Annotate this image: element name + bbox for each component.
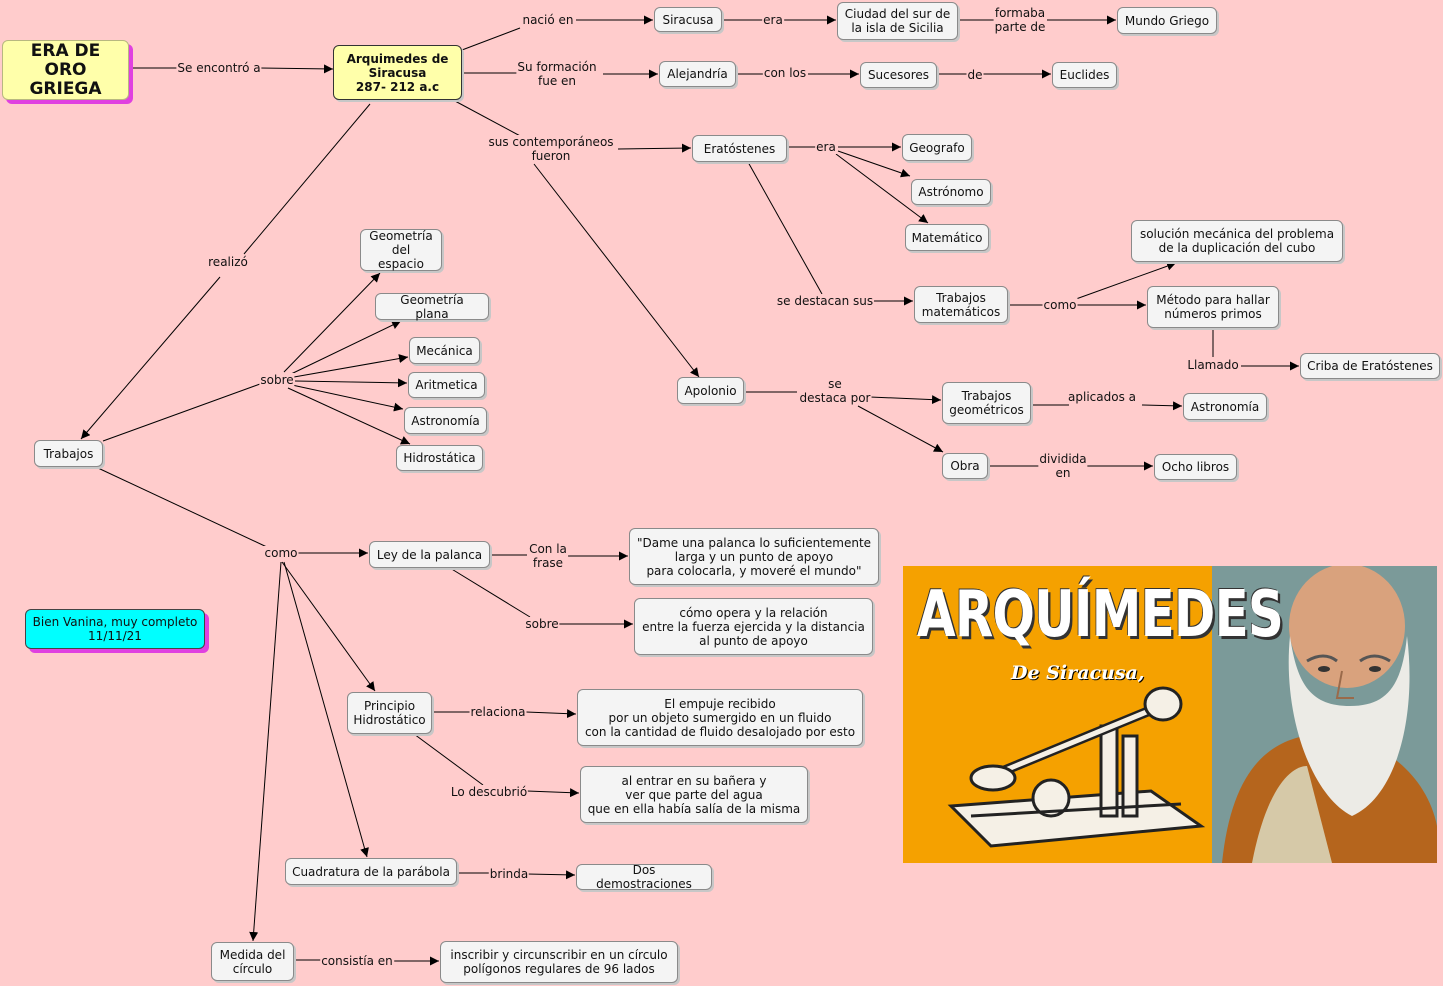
label-se-destaca: se destaca por <box>798 377 872 405</box>
label-brinda: brinda <box>488 867 530 881</box>
label-con-la-frase: Con la frase <box>528 542 568 570</box>
label-lo-descubrio: Lo descubrió <box>449 785 529 799</box>
banner-subtitle: De Siracusa, <box>1011 662 1145 684</box>
node-euclides[interactable]: Euclides <box>1052 62 1117 88</box>
node-obra[interactable]: Obra <box>942 453 988 479</box>
label-de: de <box>966 68 984 82</box>
node-solucion-mecanica[interactable]: solución mecánica del problema de la dup… <box>1131 220 1343 262</box>
node-astronomia[interactable]: Astronomía <box>404 407 487 434</box>
arquimedes-banner-image: ARQUÍMEDES De Siracusa, <box>903 566 1437 863</box>
node-geometria-espacio[interactable]: Geometría del espacio <box>360 229 442 271</box>
label-sobre-1: sobre <box>259 373 295 387</box>
label-nacio-en: nació en <box>521 13 575 27</box>
label-dividida: dividida en <box>1038 452 1088 480</box>
node-apolonio[interactable]: Apolonio <box>677 377 744 404</box>
node-como-opera[interactable]: cómo opera y la relación entre la fuerza… <box>634 598 873 655</box>
label-sobre-2: sobre <box>524 617 560 631</box>
node-trabajos[interactable]: Trabajos <box>34 440 103 467</box>
node-aritmetica[interactable]: Aritmetica <box>408 372 485 398</box>
node-banera[interactable]: al entrar en su bañera y ver que parte d… <box>580 766 808 823</box>
node-trabajos-geometricos[interactable]: Trabajos geométricos <box>942 382 1031 424</box>
label-relaciona: relaciona <box>469 705 527 719</box>
node-geometria-plana[interactable]: Geometría plana <box>375 293 489 321</box>
label-era-2: era <box>815 140 837 154</box>
label-como-1: como <box>1042 298 1078 312</box>
bearded-man-portrait-icon <box>1222 566 1437 863</box>
label-era-1: era <box>762 13 784 27</box>
node-criba-eratostenes[interactable]: Criba de Eratóstenes <box>1300 353 1440 379</box>
comment-note[interactable]: Bien Vanina, muy completo 11/11/21 <box>25 609 205 649</box>
node-principio-hidrostatico[interactable]: Principio Hidrostático <box>347 692 432 734</box>
node-trabajos-matematicos[interactable]: Trabajos matemáticos <box>914 286 1008 323</box>
node-frase-palanca[interactable]: "Dame una palanca lo suficientemente lar… <box>629 528 879 585</box>
node-mecanica[interactable]: Mecánica <box>409 337 480 364</box>
node-ocho-libros[interactable]: Ocho libros <box>1154 454 1237 480</box>
label-realizo: realizó <box>207 255 249 269</box>
node-sucesores[interactable]: Sucesores <box>860 62 937 88</box>
node-ciudad-sicilia[interactable]: Ciudad del sur de la isla de Sicilia <box>837 2 958 40</box>
label-como-2: como <box>263 546 299 560</box>
node-empuje[interactable]: El empuje recibido por un objeto sumergi… <box>577 689 863 746</box>
node-alejandria[interactable]: Alejandría <box>659 61 736 87</box>
label-se-encontro: Se encontró a <box>176 61 262 75</box>
node-matematico[interactable]: Matemático <box>905 224 989 251</box>
node-siracusa[interactable]: Siracusa <box>654 7 722 32</box>
node-astronomo[interactable]: Astrónomo <box>911 179 991 205</box>
node-astronomia-apolonio[interactable]: Astronomía <box>1183 393 1267 420</box>
node-eratostenes[interactable]: Eratóstenes <box>692 135 787 162</box>
node-inscribir-poligonos[interactable]: inscribir y circunscribir en un círculo … <box>440 941 678 983</box>
label-se-destacan: se destacan sus <box>775 294 875 308</box>
node-ley-palanca[interactable]: Ley de la palanca <box>369 541 490 568</box>
catapult-icon <box>947 686 1206 848</box>
portrait-area <box>1212 566 1437 863</box>
label-consistia: consistía en <box>320 954 394 968</box>
label-formaba-parte: formaba parte de <box>993 6 1047 34</box>
label-con-los: con los <box>762 66 808 80</box>
node-mundo-griego[interactable]: Mundo Griego <box>1117 7 1217 34</box>
node-medida-circulo[interactable]: Medida del círculo <box>211 942 294 981</box>
node-hidrostatica[interactable]: Hidrostática <box>396 445 483 471</box>
node-dos-demostraciones[interactable]: Dos demostraciones <box>576 863 712 891</box>
node-era-de-oro-griega[interactable]: ERA DE ORO GRIEGA <box>2 40 129 100</box>
node-cuadratura-parabola[interactable]: Cuadratura de la parábola <box>285 858 457 885</box>
node-geografo[interactable]: Geografo <box>902 134 972 161</box>
node-arquimedes[interactable]: Arquimedes de Siracusa 287- 212 a.c <box>333 45 462 100</box>
label-su-formacion: Su formación fue en <box>516 60 598 88</box>
banner-title: ARQUÍMEDES <box>917 578 1284 652</box>
label-contemporaneos: sus contemporáneos fueron <box>487 135 615 163</box>
label-llamado: Llamado <box>1186 358 1240 372</box>
node-metodo-primos[interactable]: Método para hallar números primos <box>1147 286 1279 328</box>
label-aplicados: aplicados a <box>1067 390 1137 404</box>
